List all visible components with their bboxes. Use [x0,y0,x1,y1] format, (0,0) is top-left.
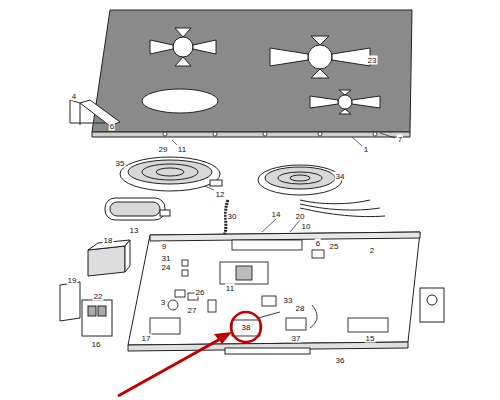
callout-number: 9 [161,242,167,251]
callout-number: 19 [67,276,78,285]
side-parts [60,240,444,336]
callout-number: 24 [161,263,172,272]
glass-top [92,10,412,137]
callout-number: 31 [161,254,172,263]
callout-number: 14 [271,210,282,219]
callout-number: 34 [335,172,346,181]
highlight [118,312,261,396]
callout-number: 3 [160,298,166,307]
callout-number: 6 [315,239,321,248]
callout-number: 18 [103,236,114,245]
callout-number: 12 [215,190,226,199]
callout-number: 27 [187,306,198,315]
callout-number: 30 [227,212,238,221]
callout-number: 25 [329,242,340,251]
callout-number: 1 [363,145,369,154]
callout-number: 35 [115,159,126,168]
callout-number: 26 [195,288,206,297]
callout-number: 37 [291,334,302,343]
callout-number: 17 [141,334,152,343]
callout-number: 2 [369,246,375,255]
callout-number: 7 [397,135,403,144]
callout-number: 28 [295,304,306,313]
callout-number: 11 [177,145,187,154]
callout-number: 13 [129,226,140,235]
callout-number: 29 [158,145,169,154]
callout-number: 4 [71,92,77,101]
callout-number: 36 [335,356,346,365]
callout-number: 38 [241,323,252,332]
base-tray [128,232,420,354]
callout-number: 15 [365,334,376,343]
heating-element [120,157,342,195]
callout-number: 6 [109,122,115,131]
callout-number: 10 [301,222,312,231]
callout-number: 33 [283,296,294,305]
callout-number: 20 [295,212,306,221]
callout-number: 16 [91,340,102,349]
callout-number: 23 [367,56,378,65]
callout-number: 22 [93,292,104,301]
oval-element [105,198,170,220]
tray-components [150,240,388,336]
callout-number: 11 [225,284,235,293]
